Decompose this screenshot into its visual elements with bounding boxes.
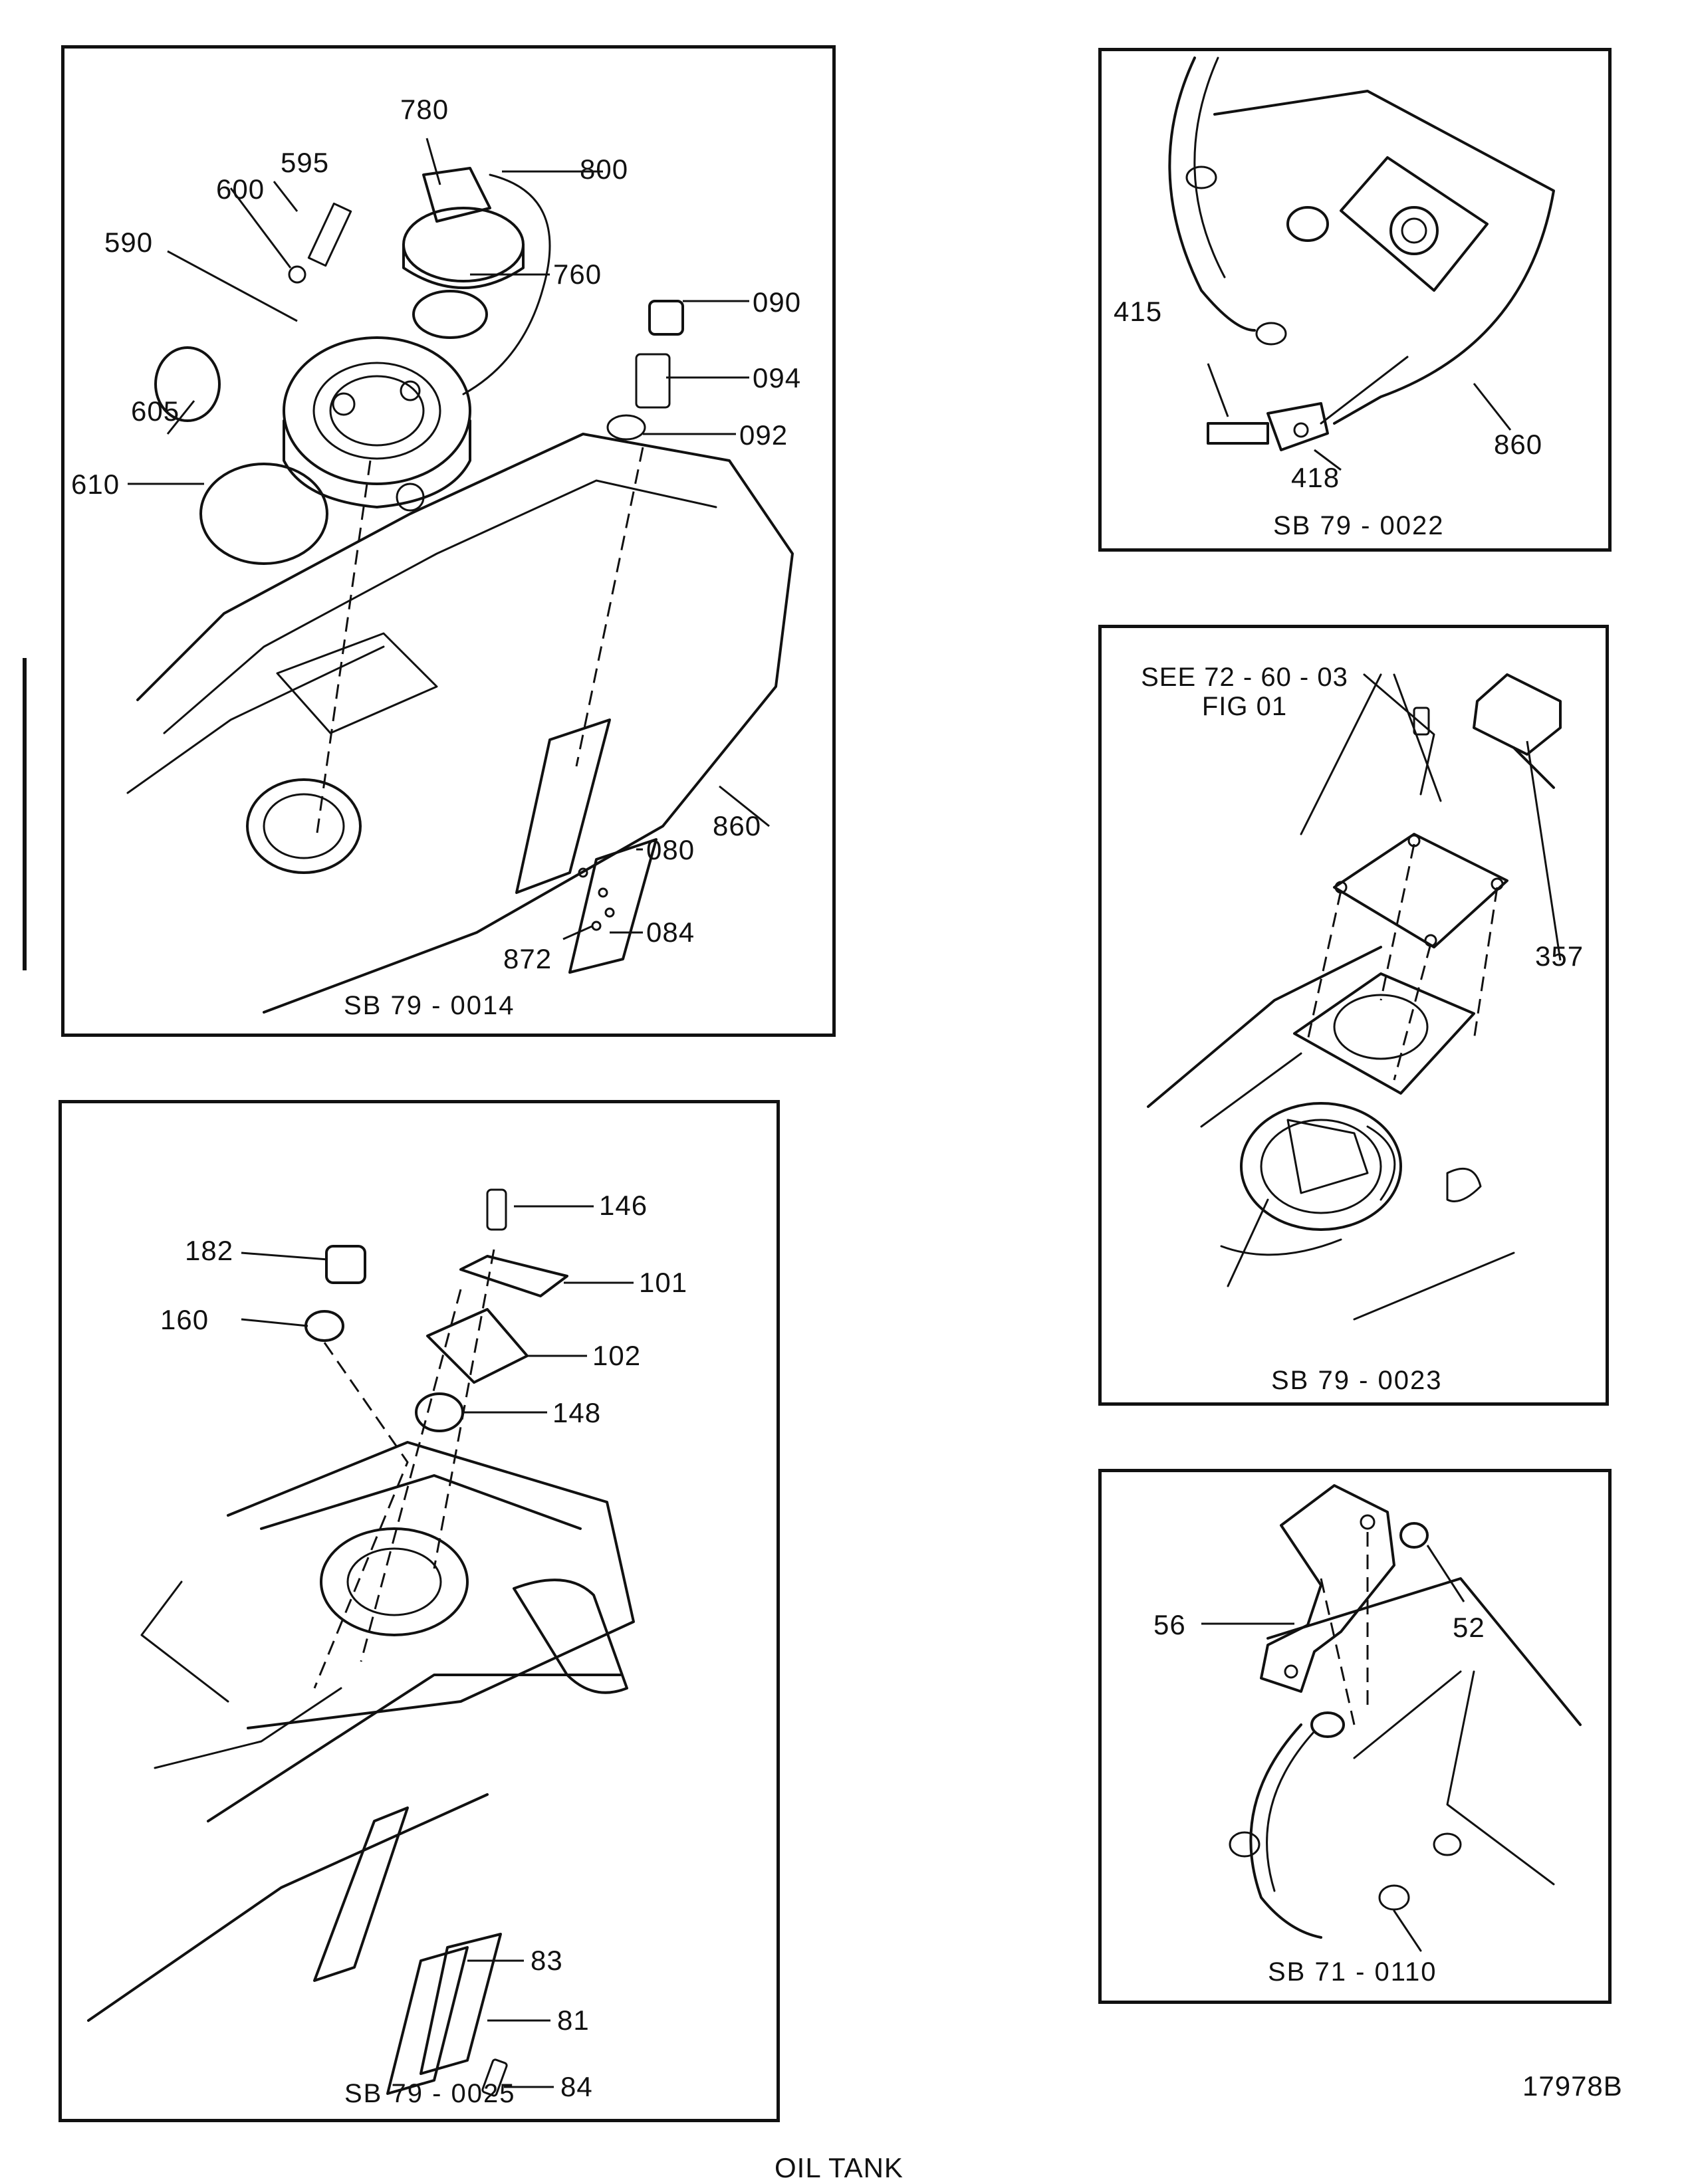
panel-sb-79-0014: 780 595 600 590 605 610 800 760 090 094 … — [61, 45, 836, 1037]
panel-sb-79-0023: SEE 72 - 60 - 03 FIG 01 357 SB 79 - 0023 — [1098, 625, 1609, 1406]
callout-83: 83 — [531, 1945, 563, 1976]
callout-84: 84 — [560, 2071, 593, 2102]
callout-094: 094 — [753, 362, 802, 393]
reference-line-1: SEE 72 - 60 - 03 — [1141, 663, 1348, 692]
figure-number: 17978B — [1522, 2070, 1623, 2102]
callout-090: 090 — [753, 286, 802, 318]
callout-860: 860 — [713, 810, 762, 841]
callout-148: 148 — [552, 1397, 602, 1428]
panel-sb-79-0025: 146 182 160 101 102 148 83 81 84 SB 79 -… — [59, 1100, 780, 2122]
panel-caption: SB 79 - 0022 — [1273, 511, 1445, 540]
revision-bar — [23, 658, 27, 970]
callout-080: 080 — [646, 834, 695, 865]
callout-610: 610 — [71, 469, 120, 500]
callout-101: 101 — [639, 1267, 688, 1298]
callout-160: 160 — [160, 1304, 209, 1335]
figure-title-cutoff: OIL TANK — [775, 2152, 903, 2183]
callout-102: 102 — [592, 1340, 642, 1371]
callout-52: 52 — [1453, 1612, 1485, 1643]
callout-81: 81 — [557, 2005, 590, 2036]
panel-sb-71-0110: 56 52 SB 71 - 0110 — [1098, 1469, 1612, 2004]
oil-tank-drain-illustration — [87, 1188, 635, 2097]
callout-780: 780 — [400, 94, 449, 125]
callout-357: 357 — [1535, 940, 1584, 972]
callout-860: 860 — [1494, 429, 1543, 460]
callout-182: 182 — [185, 1235, 234, 1266]
callout-092: 092 — [739, 419, 788, 451]
oil-tank-cover-illustration — [1168, 56, 1555, 471]
level-transmitter-mount-illustration — [1147, 673, 1562, 1321]
callout-590: 590 — [104, 227, 154, 258]
panel-caption: SB 79 - 0023 — [1271, 1366, 1443, 1395]
panel-sb-79-0022: 415 418 860 SB 79 - 0022 — [1098, 48, 1612, 552]
callout-800: 800 — [580, 154, 629, 185]
callout-595: 595 — [281, 147, 330, 178]
callout-084: 084 — [646, 917, 695, 948]
callout-415: 415 — [1114, 296, 1163, 327]
panel-caption: SB 79 - 0025 — [344, 2079, 516, 2108]
panel-caption: SB 71 - 0110 — [1268, 1957, 1437, 1987]
callout-418: 418 — [1291, 462, 1340, 493]
callout-760: 760 — [553, 259, 602, 290]
oil-tank-filler-illustration — [126, 138, 794, 1014]
reference-line-2: FIG 01 — [1201, 692, 1288, 721]
panel-caption: SB 79 - 0014 — [344, 991, 515, 1020]
bracket-mount-illustration — [1201, 1484, 1582, 1952]
callout-600: 600 — [216, 173, 265, 205]
callout-56: 56 — [1153, 1609, 1186, 1640]
callout-146: 146 — [599, 1190, 648, 1221]
callout-605: 605 — [131, 395, 180, 427]
callout-872: 872 — [503, 943, 552, 974]
